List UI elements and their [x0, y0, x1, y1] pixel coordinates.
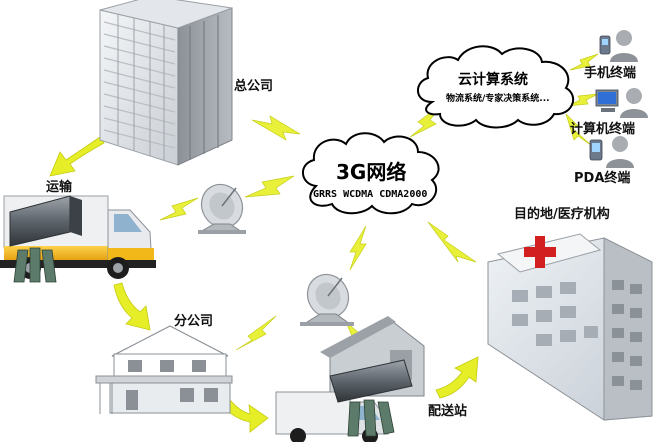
- computer-user-icon: [595, 88, 648, 118]
- arrow-transport-to-branch: [113, 282, 151, 331]
- pda-user-icon: [589, 136, 634, 168]
- delivery-station-label: 配送站: [428, 404, 468, 419]
- network-title: 3G网络: [336, 160, 407, 184]
- cloud-computing-subtitle: 物流系统/专家决策系统...: [446, 94, 550, 104]
- network-cloud-shape: [302, 132, 440, 215]
- ice-pack-probes-2: [347, 399, 395, 437]
- ice-pack-probes: [13, 247, 57, 283]
- computer-terminal-label: 计算机终端: [570, 122, 636, 137]
- head-office-building: [99, 0, 233, 166]
- lightning-network-destination: [427, 221, 477, 263]
- cloud-computing-shape: [417, 45, 575, 129]
- satellite-dish-icon-2: [300, 273, 354, 326]
- satellite-dish-icon: [198, 183, 246, 234]
- head-office-label: 总公司: [234, 79, 274, 94]
- cloud-computing-title: 云计算系统: [458, 72, 528, 88]
- lightning-network-dish2: [349, 225, 367, 271]
- mobile-phone-user-icon: [599, 30, 638, 62]
- lightning-dish-network: [244, 175, 295, 198]
- branch-office-house: [95, 325, 233, 414]
- network-protocols: GRRS WCDMA CDMA2000: [313, 189, 428, 200]
- lightning-branch-dish2: [235, 315, 277, 351]
- lightning-cloud-mobile: [569, 53, 599, 71]
- wireless-links: [159, 53, 599, 353]
- destination-label: 目的地/医疗机构: [514, 207, 610, 222]
- transport-label: 运输: [46, 180, 73, 195]
- medical-cross-icon: [524, 236, 556, 268]
- lightning-hq-network: [251, 115, 301, 141]
- lightning-truck-dish: [159, 197, 199, 221]
- pda-terminal-label: PDA终端: [574, 171, 631, 186]
- mobile-terminal-label: 手机终端: [584, 66, 637, 81]
- arrow-hq-to-transport: [49, 136, 105, 177]
- hospital-building: [487, 233, 653, 421]
- branch-office-label: 分公司: [174, 314, 214, 329]
- arrow-delivery-to-destination: [435, 356, 479, 399]
